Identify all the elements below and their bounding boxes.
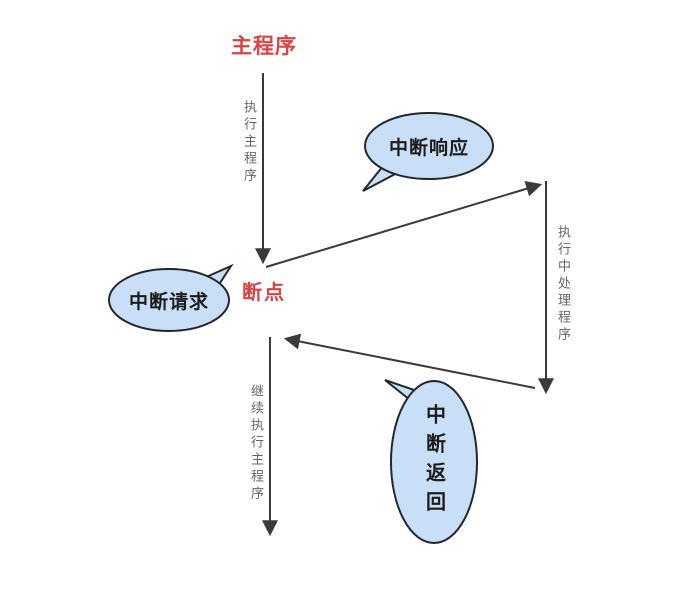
bubble-interrupt-response-shape xyxy=(362,112,494,192)
bubble-interrupt-request-shape xyxy=(108,263,234,332)
continue-main-label: 继续执行主程序 xyxy=(249,384,264,503)
bubble-ellipse xyxy=(108,268,230,332)
main-program-title: 主程序 xyxy=(231,35,297,58)
interrupt-request-text: 中断请求 xyxy=(128,291,209,313)
interrupt-return-text: 中断返回 xyxy=(422,404,445,520)
bubble-ellipse xyxy=(364,112,494,180)
execute-isr-label: 执行中处理程序 xyxy=(556,225,571,344)
edge-breakpoint-to-isr xyxy=(265,181,543,268)
breakpoint-label: 断点 xyxy=(242,282,286,304)
execute-main-label: 执行主程序 xyxy=(242,100,257,185)
bubble-ellipse xyxy=(390,380,478,544)
edge-return-to-main xyxy=(283,333,536,389)
interrupt-response-text: 中断响应 xyxy=(388,137,469,159)
bubble-interrupt-return-shape xyxy=(384,379,478,544)
